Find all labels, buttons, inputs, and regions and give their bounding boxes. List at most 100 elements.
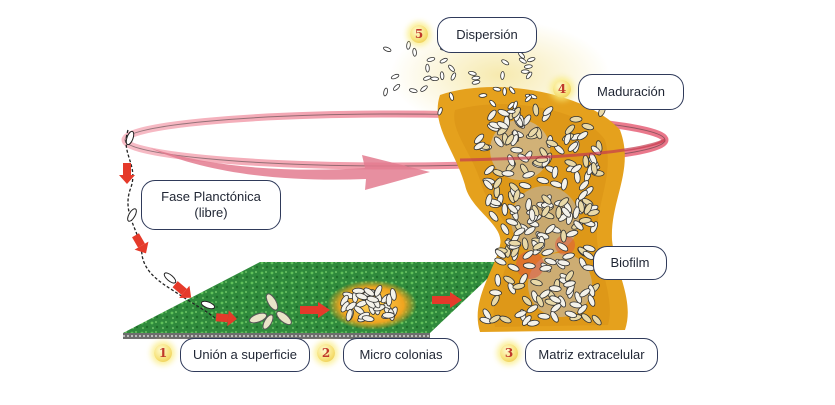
bacteria-cell	[522, 295, 533, 307]
bacteria-cell	[541, 248, 554, 256]
bacteria-cell	[494, 257, 507, 266]
dispersed-cell	[437, 107, 443, 116]
bacteria-cell	[489, 314, 501, 324]
dispersed-cell	[471, 75, 481, 81]
bacteria-cell	[551, 165, 559, 179]
bacteria-cell	[385, 293, 393, 307]
bacteria-cell	[382, 312, 395, 319]
bacteria-cell	[562, 252, 575, 260]
bacteria-cell	[499, 315, 512, 324]
bacteria-cell	[567, 141, 579, 152]
bacteria-cell	[539, 265, 553, 272]
bacteria-cell	[581, 123, 595, 131]
bacteria-cell	[513, 227, 526, 237]
dispersed-cell	[393, 83, 401, 91]
bacteria-cell	[501, 203, 509, 216]
bacteria-cell	[541, 194, 552, 205]
attachment-label: Unión a superficie	[180, 338, 310, 372]
bacteria-cell	[512, 282, 526, 290]
dispersed-cell	[508, 86, 516, 95]
dispersed-cell	[425, 63, 430, 73]
bacteria-cell	[573, 220, 584, 231]
dispersed-cell	[520, 69, 530, 74]
bacteria-cell	[564, 270, 574, 282]
dispersed-cell	[450, 72, 457, 81]
bacteria-cell	[548, 285, 562, 292]
bacteria-cell	[569, 301, 583, 309]
bacteria-cell	[570, 164, 582, 174]
planktonic-path	[119, 129, 237, 327]
bacteria-cell	[561, 177, 568, 191]
dispersed-cell	[492, 86, 502, 92]
dispersed-cell	[412, 47, 417, 57]
microcolonies-label: Micro colonias	[343, 338, 459, 372]
dispersed-cell	[383, 87, 388, 97]
bacteria-cell	[537, 313, 551, 320]
bacteria-cell	[522, 171, 535, 179]
bacteria-cell	[505, 133, 515, 146]
dispersed-cell	[439, 71, 445, 81]
bacteria-cell	[587, 294, 596, 307]
bacteria-cell	[361, 315, 375, 322]
bacteria-cell	[555, 206, 562, 219]
bacteria-cell	[501, 170, 515, 177]
bacteria-cell	[577, 131, 589, 141]
dispersed-cell	[408, 88, 418, 93]
dispersed-cell	[518, 57, 527, 64]
step-badge-4: 4	[553, 80, 571, 98]
bacteria-cell	[564, 124, 575, 135]
matrix-label: Matriz extracelular	[525, 338, 658, 372]
bacteria-cell	[526, 319, 540, 327]
dispersed-cell	[468, 71, 477, 76]
bacteria-cell	[508, 239, 522, 247]
dispersed-cell	[422, 75, 432, 81]
bacteria-cell	[507, 263, 520, 272]
stage-arrows	[300, 292, 462, 318]
dispersed-cell	[390, 73, 400, 80]
planktonic-phase-line2: (libre)	[194, 205, 228, 220]
bacteria-cell	[510, 146, 524, 154]
dispersed-cell	[489, 99, 497, 108]
bacteria-cell	[565, 230, 579, 238]
bacteria-cell	[518, 182, 532, 190]
dispersion-label: Dispersión	[437, 17, 537, 53]
bacteria-cell	[507, 203, 518, 214]
bacteria-cell	[525, 198, 532, 211]
bacteria-cell	[483, 179, 494, 190]
dispersed-cell	[406, 40, 411, 50]
dispersed-cell	[430, 76, 440, 82]
bacteria-cell	[581, 313, 592, 324]
maturation-label: Maduración	[578, 74, 684, 110]
dispersed-cell	[439, 57, 448, 64]
dispersed-cell	[478, 93, 488, 98]
bacteria-cell	[345, 301, 357, 312]
ring-arrow-head	[150, 148, 430, 190]
bacteria-cell	[474, 133, 485, 144]
bacteria-cell	[494, 249, 506, 259]
planktonic-phase-label: Fase Planctónica (libre)	[141, 180, 281, 230]
dispersed-cell	[524, 95, 532, 103]
motion-arrow	[172, 281, 192, 299]
bacteria-cell	[528, 127, 539, 138]
bacteria-cell	[494, 273, 502, 287]
microcolony	[327, 280, 417, 330]
bacteria-cell	[532, 241, 545, 251]
bacteria-cell	[530, 279, 543, 287]
bacteria-cell	[522, 262, 536, 270]
dispersed-cell	[448, 92, 454, 101]
bacteria-cell	[590, 162, 598, 175]
dispersed-cell	[502, 87, 507, 96]
dispersed-cell	[525, 71, 533, 80]
dispersed-cell	[523, 64, 533, 69]
bacteria-cell	[583, 244, 596, 252]
bacteria-cell	[557, 242, 569, 252]
planktonic-phase-line1: Fase Planctónica	[161, 189, 261, 204]
dispersed-cell	[507, 101, 515, 110]
bacteria-cell	[484, 165, 495, 176]
bacteria-cell	[389, 288, 397, 301]
bacteria-cell	[528, 208, 536, 222]
bacteria-cell	[513, 189, 521, 202]
dispersed-cell	[448, 64, 455, 72]
dispersed-cell	[526, 57, 536, 63]
